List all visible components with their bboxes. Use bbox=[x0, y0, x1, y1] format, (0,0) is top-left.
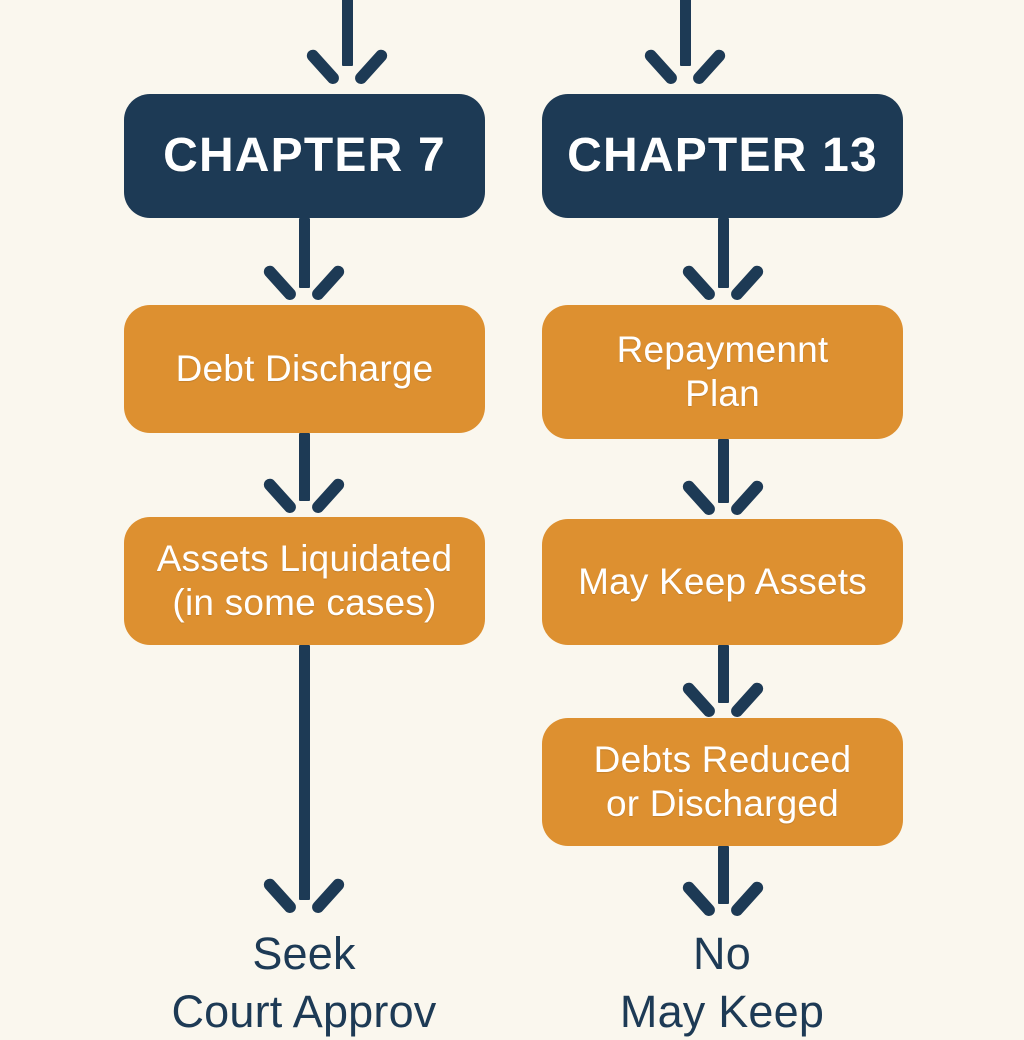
arrow-chapter7-to-debt-discharge bbox=[246, 218, 362, 310]
arrow-debts-reduced-to-no-may-keep bbox=[665, 846, 781, 926]
caption-no-may-keep: No May Keep bbox=[619, 928, 825, 1037]
arrow-assets-liquidated-to-seek-court-approval bbox=[246, 645, 362, 923]
node-repayment-plan[interactable]: Repaymennt Plan bbox=[542, 305, 903, 439]
arrow-chapter13-to-repayment-plan bbox=[665, 218, 781, 310]
node-assets-liquidated[interactable]: Assets Liquidated (in some cases) bbox=[124, 517, 485, 645]
node-may-keep-assets[interactable]: May Keep Assets bbox=[542, 519, 903, 645]
arrow-may-keep-assets-to-debts-reduced bbox=[665, 645, 781, 727]
arrow-repayment-plan-to-may-keep-assets bbox=[665, 439, 781, 527]
node-debts-reduced-or-discharged[interactable]: Debts Reduced or Discharged bbox=[542, 718, 903, 846]
caption-seek-court-approval: Seek Court Approv bbox=[171, 928, 437, 1037]
node-chapter-7-header[interactable]: CHAPTER 7 bbox=[124, 94, 485, 218]
arrow-debt-discharge-to-assets-liquidated bbox=[246, 433, 362, 525]
arrow-into-chapter-13-header bbox=[627, 0, 743, 94]
arrow-into-chapter-7-header bbox=[289, 0, 405, 94]
node-debt-discharge[interactable]: Debt Discharge bbox=[124, 305, 485, 433]
node-chapter-13-header[interactable]: CHAPTER 13 bbox=[542, 94, 903, 218]
